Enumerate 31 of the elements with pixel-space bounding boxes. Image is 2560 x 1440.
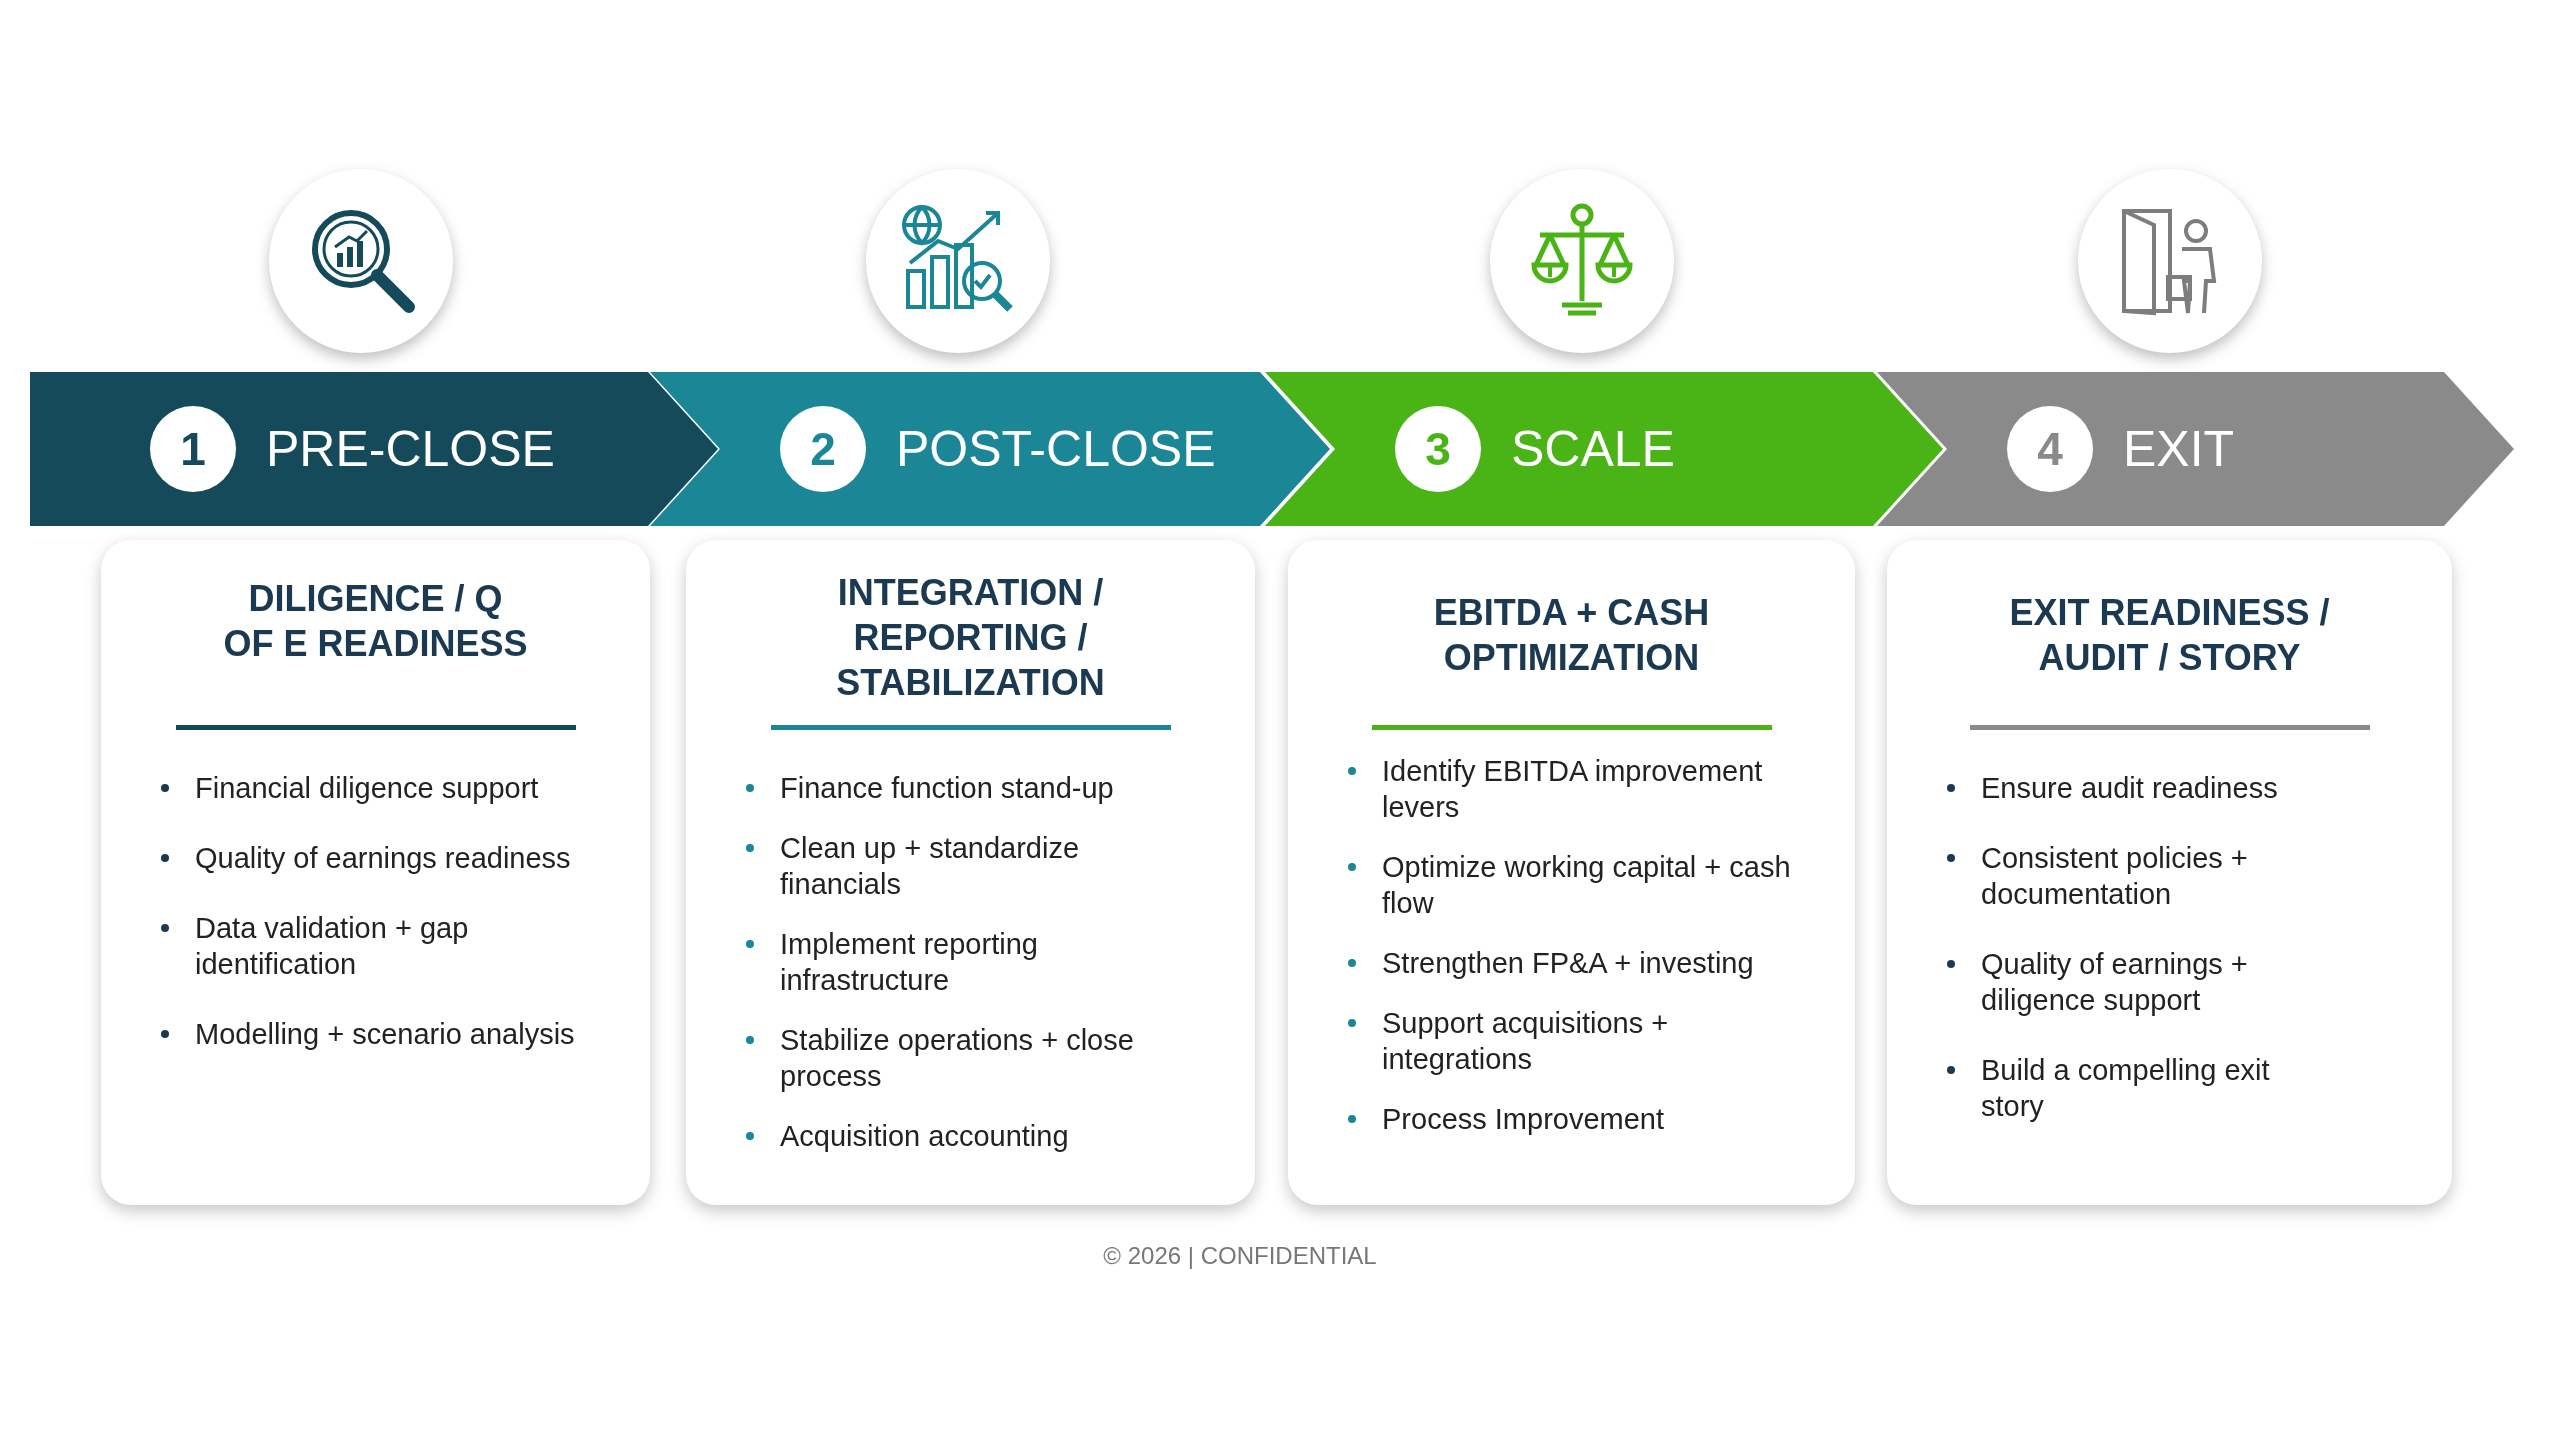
bullet-text: Clean up + standardize financials (780, 831, 1081, 902)
phase-title: SCALE (1511, 420, 1675, 479)
bullet-text: Financial diligence support (195, 771, 540, 806)
card-heading: INTEGRATION / REPORTING / STABILIZATION (835, 571, 1106, 705)
bullet-text: Finance function stand-up (780, 771, 1115, 806)
bullet-text: Modelling + scenario analysis (195, 1017, 575, 1052)
bullet-text: Build a compelling exit story (1981, 1053, 2271, 1124)
phase-card (101, 540, 650, 1205)
bullet-text: Stabilize operations + close process (780, 1023, 1135, 1094)
bullet-text: Consistent policies + documentation (1981, 841, 2249, 912)
bullet-text: Quality of earnings readiness (195, 841, 572, 876)
bullet-text: Identify EBITDA improvement levers (1382, 754, 1764, 825)
card-heading: DILIGENCE / Q OF E READINESS (222, 577, 529, 666)
bullet-text: Data validation + gap identification (195, 911, 470, 982)
bullet-text: Process Improvement (1382, 1102, 1666, 1137)
bullet-text: Strengthen FP&A + investing (1382, 946, 1755, 981)
phase-card (1288, 540, 1855, 1205)
card-heading: EXIT READINESS / AUDIT / STORY (2008, 591, 2331, 680)
bullet-text: Support acquisitions + integrations (1382, 1006, 1670, 1077)
phase-title: POST-CLOSE (896, 420, 1216, 479)
phase-card (686, 540, 1255, 1205)
footer-text: © 2026 | CONFIDENTIAL (1102, 1242, 1378, 1270)
bullet-text: Implement reporting infrastructure (780, 927, 1039, 998)
bullet-text: Ensure audit readiness (1981, 771, 2279, 806)
bullet-text: Optimize working capital + cash flow (1382, 850, 1792, 921)
bullet-text: Acquisition accounting (780, 1119, 1070, 1154)
phase-title: PRE-CLOSE (266, 420, 555, 479)
card-heading: EBITDA + CASH OPTIMIZATION (1432, 591, 1711, 680)
phase-title: EXIT (2123, 420, 2235, 479)
phase-card (1887, 540, 2452, 1205)
bullet-text: Quality of earnings + diligence support (1981, 947, 2249, 1018)
